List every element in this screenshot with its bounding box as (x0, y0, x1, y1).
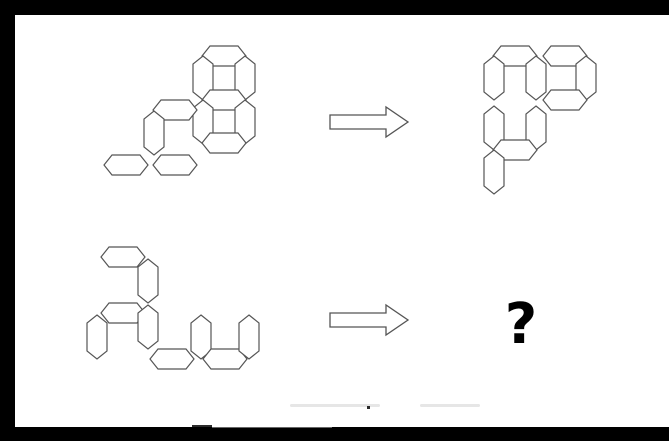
question-mark: ? (496, 290, 546, 360)
scan-smudge (420, 404, 480, 407)
question-source-figure (87, 247, 259, 369)
vertical-segment (239, 315, 259, 359)
example-1-source-figure (104, 46, 255, 175)
arrow-top (330, 107, 408, 137)
horizontal-segment (150, 349, 194, 369)
horizontal-segment (101, 247, 145, 267)
scan-dot (367, 406, 370, 409)
vertical-segment (144, 111, 164, 155)
scan-mark (212, 427, 332, 428)
example-1-result-figure (484, 46, 596, 194)
vertical-segment (138, 259, 158, 303)
scan-mark (192, 425, 212, 427)
vertical-segment (87, 315, 107, 359)
horizontal-segment (104, 155, 148, 175)
vertical-segment (484, 56, 504, 100)
vertical-segment (138, 305, 158, 349)
arrow-bottom (330, 305, 408, 335)
vertical-segment (526, 56, 546, 100)
transform-arrows (330, 107, 408, 335)
horizontal-segment (202, 133, 246, 153)
horizontal-segment (153, 155, 197, 175)
horizontal-segment (543, 90, 587, 110)
vertical-segment (484, 150, 504, 194)
